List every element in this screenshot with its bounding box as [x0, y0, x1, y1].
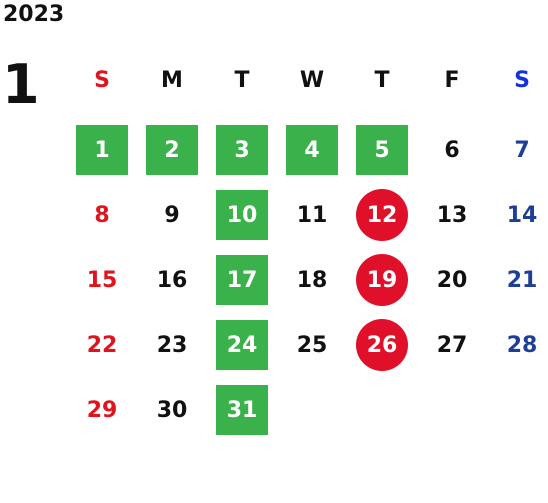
day-cell-6: 6 [426, 125, 478, 175]
day-cell-22: 22 [76, 320, 128, 370]
day-number: 3 [234, 137, 250, 163]
day-number: 11 [296, 202, 328, 228]
day-number: 2 [164, 137, 180, 163]
day-cell-3: 3 [216, 125, 268, 175]
year-label: 2023 [3, 2, 65, 27]
day-cell-19: 19 [356, 254, 408, 306]
day-cell-5: 5 [356, 125, 408, 175]
day-number: 12 [366, 202, 398, 228]
day-cell-16: 16 [146, 255, 198, 305]
day-number: 8 [94, 202, 110, 228]
day-cell-27: 27 [426, 320, 478, 370]
weekday-friday: F [444, 67, 460, 93]
day-cell-28: 28 [496, 320, 548, 370]
month-number: 1 [2, 53, 40, 116]
day-cell-12: 12 [356, 189, 408, 241]
day-cell-10: 10 [216, 190, 268, 240]
day-number: 15 [86, 267, 118, 293]
day-number: 9 [164, 202, 180, 228]
weekday-sunday: S [94, 67, 110, 93]
day-number: 21 [506, 267, 538, 293]
day-cell-29: 29 [76, 385, 128, 435]
day-number: 16 [156, 267, 188, 293]
day-number: 22 [86, 332, 118, 358]
day-number: 17 [226, 267, 258, 293]
day-number: 29 [86, 397, 118, 423]
day-number: 14 [506, 202, 538, 228]
day-number: 19 [366, 267, 398, 293]
day-number: 18 [296, 267, 328, 293]
day-cell-31: 31 [216, 385, 268, 435]
day-number: 6 [444, 137, 460, 163]
day-cell-21: 21 [496, 255, 548, 305]
day-cell-4: 4 [286, 125, 338, 175]
day-cell-24: 24 [216, 320, 268, 370]
day-number: 4 [304, 137, 320, 163]
day-number: 30 [156, 397, 188, 423]
day-number: 24 [226, 332, 258, 358]
weekday-monday: M [161, 67, 183, 93]
day-cell-25: 25 [286, 320, 338, 370]
weekday-wednesday: W [299, 67, 325, 93]
day-cell-14: 14 [496, 190, 548, 240]
day-number: 10 [226, 202, 258, 228]
day-number: 28 [506, 332, 538, 358]
weekday-tuesday: T [234, 67, 250, 93]
day-cell-8: 8 [76, 190, 128, 240]
day-number: 13 [436, 202, 468, 228]
day-cell-17: 17 [216, 255, 268, 305]
day-number: 7 [514, 137, 530, 163]
day-cell-2: 2 [146, 125, 198, 175]
day-cell-23: 23 [146, 320, 198, 370]
day-number: 23 [156, 332, 188, 358]
day-number: 31 [226, 397, 258, 423]
day-cell-30: 30 [146, 385, 198, 435]
day-number: 5 [374, 137, 390, 163]
weekday-thursday: T [374, 67, 390, 93]
day-cell-1: 1 [76, 125, 128, 175]
day-number: 1 [94, 137, 110, 163]
day-cell-9: 9 [146, 190, 198, 240]
day-cell-26: 26 [356, 319, 408, 371]
day-number: 26 [366, 332, 398, 358]
day-cell-20: 20 [426, 255, 478, 305]
weekday-saturday: S [514, 67, 530, 93]
day-cell-15: 15 [76, 255, 128, 305]
day-number: 20 [436, 267, 468, 293]
day-number: 25 [296, 332, 328, 358]
day-cell-13: 13 [426, 190, 478, 240]
day-cell-7: 7 [496, 125, 548, 175]
day-number: 27 [436, 332, 468, 358]
day-cell-11: 11 [286, 190, 338, 240]
day-cell-18: 18 [286, 255, 338, 305]
